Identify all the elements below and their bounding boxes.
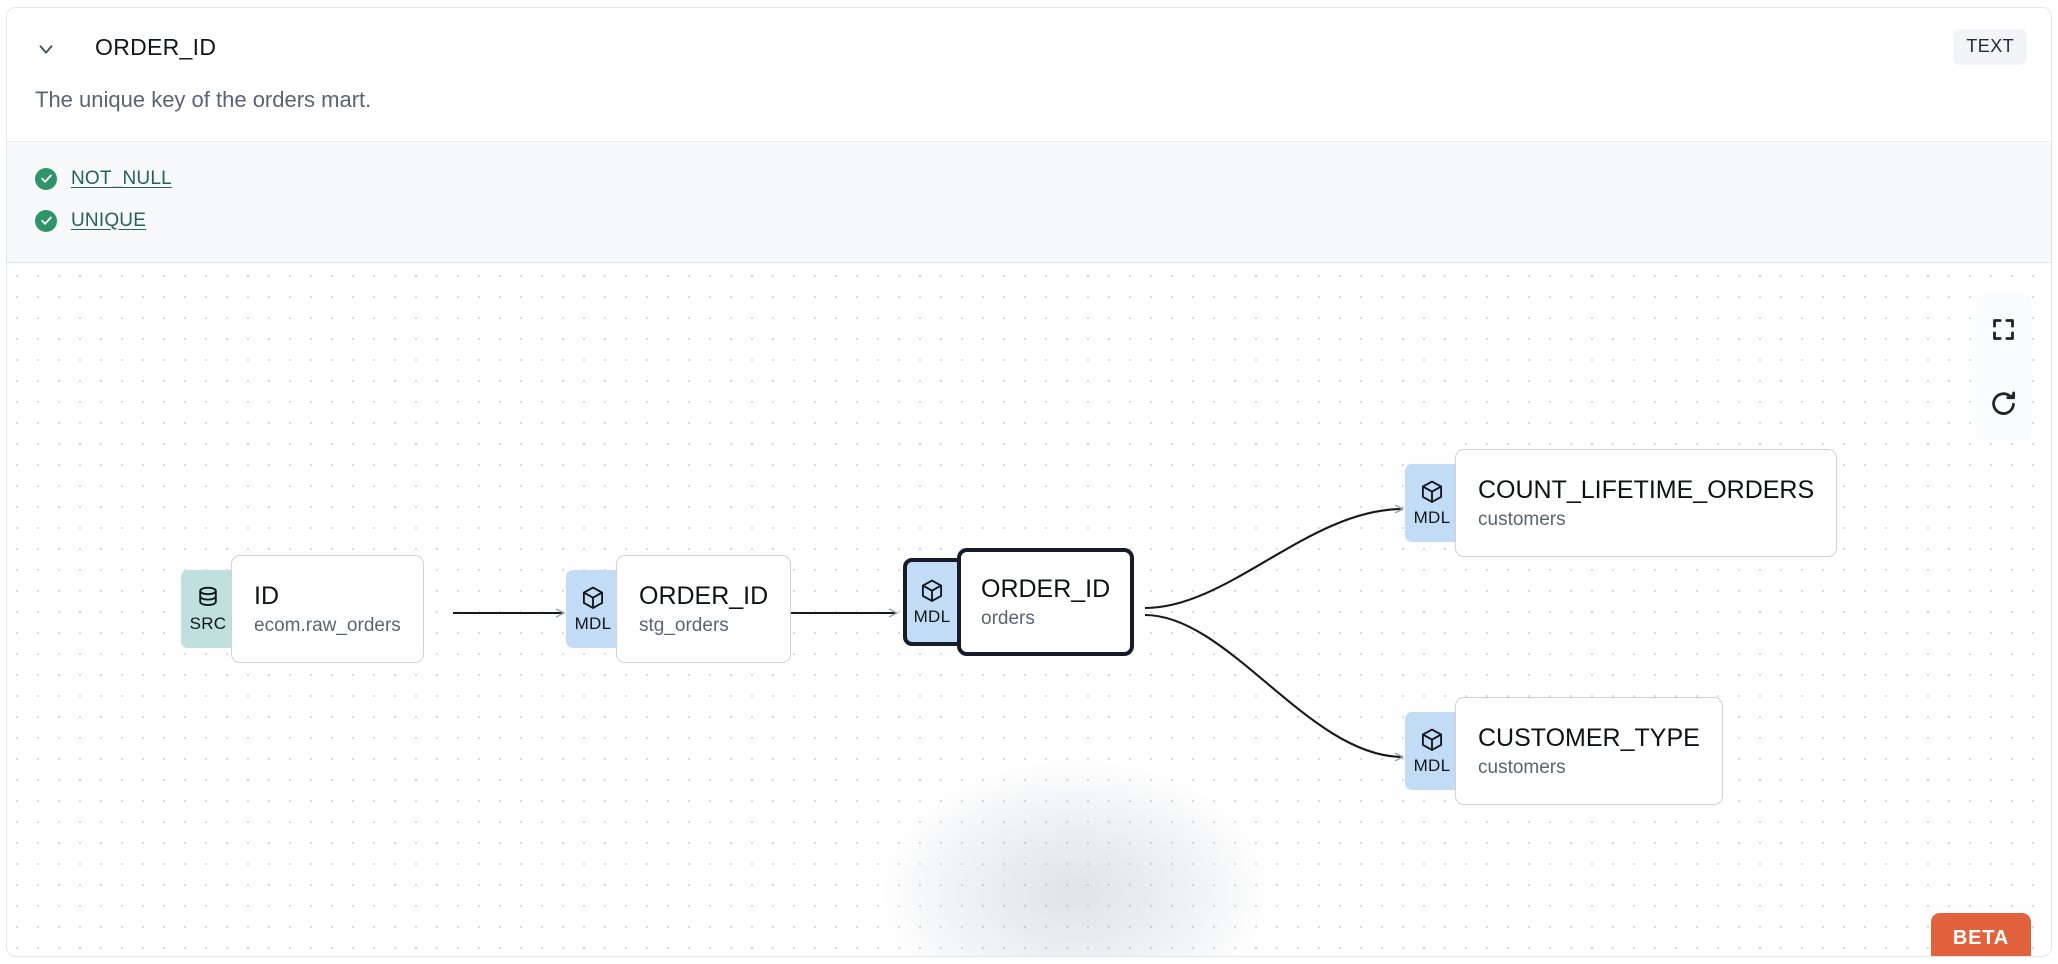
node-kind-badge-mdl: MDL [566, 569, 624, 648]
test-row: NOT_NULL [35, 158, 2023, 200]
edge-orders-to-count [1144, 509, 1403, 609]
lineage-node-stg-order-id[interactable]: MDL ORDER_ID stg_orders [566, 554, 792, 663]
graph-controls [1976, 293, 2031, 440]
node-kind-label: MDL [1413, 508, 1451, 528]
lineage-node-src-id[interactable]: SRC ID ecom.raw_orders [181, 554, 424, 663]
lineage-node-customer-type[interactable]: MDL CUSTOMER_TYPE customers [1405, 696, 1723, 805]
node-name: COUNT_LIFETIME_ORDERS [1478, 475, 1815, 504]
node-kind-badge-src: SRC [181, 569, 239, 648]
lineage-graph-canvas[interactable]: SRC ID ecom.raw_orders MDL ORDER_ID stg_… [7, 262, 2051, 956]
node-subtitle: customers [1478, 756, 1566, 778]
node-subtitle: orders [981, 607, 1035, 629]
tests-section: NOT_NULL UNIQUE [7, 140, 2051, 263]
node-card[interactable]: COUNT_LIFETIME_ORDERS customers [1455, 448, 1838, 557]
node-subtitle: customers [1478, 508, 1566, 530]
node-name: ORDER_ID [639, 581, 769, 610]
lineage-node-count-lifetime-orders[interactable]: MDL COUNT_LIFETIME_ORDERS customers [1405, 448, 1838, 557]
column-type-badge: TEXT [1953, 29, 2027, 65]
test-row: UNIQUE [35, 200, 2023, 242]
node-card[interactable]: CUSTOMER_TYPE customers [1455, 696, 1723, 805]
reset-button[interactable] [1976, 367, 2031, 440]
node-card[interactable]: ID ecom.raw_orders [231, 554, 424, 663]
node-name: ORDER_ID [981, 574, 1111, 603]
test-link-unique[interactable]: UNIQUE [71, 209, 147, 231]
node-name: CUSTOMER_TYPE [1478, 723, 1700, 752]
panel-header: ORDER_ID TEXT [7, 8, 2051, 86]
check-circle-icon [35, 209, 57, 232]
edge-orders-to-customer-type [1144, 613, 1403, 757]
node-subtitle: ecom.raw_orders [254, 614, 401, 636]
refresh-icon [1989, 389, 2018, 418]
page-title: ORDER_ID [95, 33, 217, 60]
column-description: The unique key of the orders mart. [35, 87, 372, 112]
node-name: ID [254, 581, 279, 610]
node-kind-label: SRC [189, 614, 227, 634]
node-kind-badge-mdl: MDL [1405, 711, 1463, 790]
node-card[interactable]: ORDER_ID stg_orders [616, 554, 792, 663]
node-subtitle: stg_orders [639, 614, 729, 636]
fullscreen-icon [1990, 316, 2017, 343]
test-link-not-null[interactable]: NOT_NULL [71, 167, 172, 189]
lineage-node-orders-order-id[interactable]: MDL ORDER_ID orders [903, 547, 1135, 656]
node-card[interactable]: ORDER_ID orders [957, 547, 1135, 656]
node-kind-label: MDL [1413, 756, 1451, 776]
node-kind-badge-mdl: MDL [903, 557, 965, 646]
column-detail-panel: ORDER_ID TEXT The unique key of the orde… [6, 7, 2052, 957]
check-circle-icon [35, 167, 57, 190]
beta-badge[interactable]: BETA [1930, 912, 2031, 956]
node-kind-label: MDL [574, 614, 612, 634]
node-kind-label: MDL [913, 607, 951, 627]
fit-view-button[interactable] [1976, 293, 2031, 366]
node-kind-badge-mdl: MDL [1405, 463, 1463, 542]
selected-node-glow [885, 762, 1265, 956]
chevron-down-icon[interactable] [35, 38, 57, 60]
